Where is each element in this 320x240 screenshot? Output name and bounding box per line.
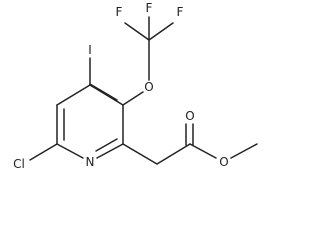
bond-ring-c3-c4 <box>89 84 124 106</box>
bond-c2-ch2 <box>122 143 158 165</box>
atom-o-ester: O <box>219 155 228 169</box>
atom-nitrogen: N <box>86 155 95 169</box>
bond-carbonyl-c-o-ester <box>189 143 217 159</box>
bond-ring-c4-c5 <box>56 84 91 106</box>
atom-f-right: F <box>177 5 184 19</box>
bond-c-f3 <box>148 22 174 41</box>
bond-o-ester-methyl <box>230 143 258 159</box>
bond-ch2-carbonyl-c <box>156 143 191 165</box>
atom-o-carbonyl: O <box>185 109 194 123</box>
bond-c-f1 <box>124 22 150 41</box>
bond-c6-cl <box>29 143 58 161</box>
atom-f-left: F <box>116 5 123 19</box>
atom-chlorine: Cl <box>13 157 25 171</box>
bond-ring-n-c2 <box>96 143 124 159</box>
bond-ring-c6-n <box>56 143 84 159</box>
atom-iodine: I <box>88 43 92 57</box>
molecule-structure: F F F I O O O N Cl <box>13 1 258 171</box>
bond-ring-c3-c4-inner <box>89 83 118 101</box>
atom-labels: F F F I O O O N Cl <box>13 1 229 171</box>
bonds <box>29 16 258 165</box>
bond-ring-n-c2-inner <box>95 138 118 152</box>
bond-o-ether-ring <box>122 91 144 106</box>
atom-o-ether: O <box>144 80 153 94</box>
atom-f-top: F <box>146 1 153 15</box>
